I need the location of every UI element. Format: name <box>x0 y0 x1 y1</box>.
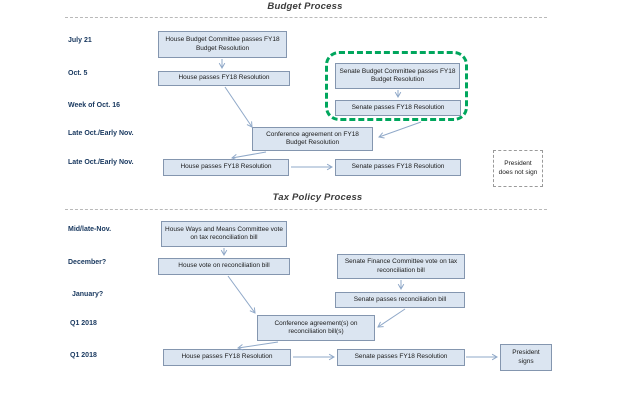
flow-box-house-passes-final: House passes FY18 Resolution <box>163 159 289 176</box>
flow-box-budget-conference-agreement: Conference agreement on FY18 Budget Reso… <box>252 127 373 151</box>
timeline-late-oct-early-nov-2: Late Oct./Early Nov. <box>68 159 134 166</box>
tax-separator-line <box>65 209 547 210</box>
timeline-july-21: July 21 <box>68 37 92 44</box>
flow-box-senate-budget-committee: Senate Budget Committee passes FY18 Budg… <box>335 63 460 89</box>
tax-policy-process-title: Tax Policy Process <box>272 192 363 203</box>
flow-box-house-passes-resolution: House passes FY18 Resolution <box>158 71 290 86</box>
timeline-q1-2018-1: Q1 2018 <box>70 320 97 327</box>
timeline-oct-5: Oct. 5 <box>68 70 88 77</box>
timeline-january: January? <box>72 291 104 298</box>
flow-box-president-does-not-sign: President does not sign <box>493 150 543 187</box>
timeline-week-of-oct-16: Week of Oct. 16 <box>68 102 121 109</box>
senate-track-highlight-group <box>325 51 468 121</box>
flow-box-senate-passes-resolution: Senate passes FY18 Resolution <box>335 100 461 116</box>
flow-box-senate-passes-final: Senate passes FY18 Resolution <box>335 159 461 176</box>
flow-box-senate-passes-reconciliation: Senate passes reconciliation bill <box>335 292 465 308</box>
timeline-december: December? <box>68 259 107 266</box>
flow-box-house-budget-committee: House Budget Committee passes FY18 Budge… <box>158 31 287 58</box>
flow-box-house-vote-reconciliation: House vote on reconciliation bill <box>158 258 290 275</box>
flow-box-house-ways-means-committee: House Ways and Means Committee vote on t… <box>161 221 287 247</box>
flow-box-tax-house-passes-final: House passes FY18 Resolution <box>163 349 291 366</box>
flow-box-senate-finance-committee: Senate Finance Committee vote on tax rec… <box>337 254 465 279</box>
timeline-q1-2018-2: Q1 2018 <box>70 352 97 359</box>
timeline-late-oct-early-nov-1: Late Oct./Early Nov. <box>68 130 134 137</box>
budget-separator-line <box>65 17 547 18</box>
flow-box-tax-conference-agreements: Conference agreement(s) on reconciliatio… <box>257 315 375 341</box>
flow-box-president-signs: President signs <box>500 344 552 371</box>
flow-box-tax-senate-passes-final: Senate passes FY18 Resolution <box>337 349 465 366</box>
budget-process-title: Budget Process <box>267 1 343 12</box>
timeline-mid-late-nov: Mid/late-Nov. <box>68 226 112 233</box>
